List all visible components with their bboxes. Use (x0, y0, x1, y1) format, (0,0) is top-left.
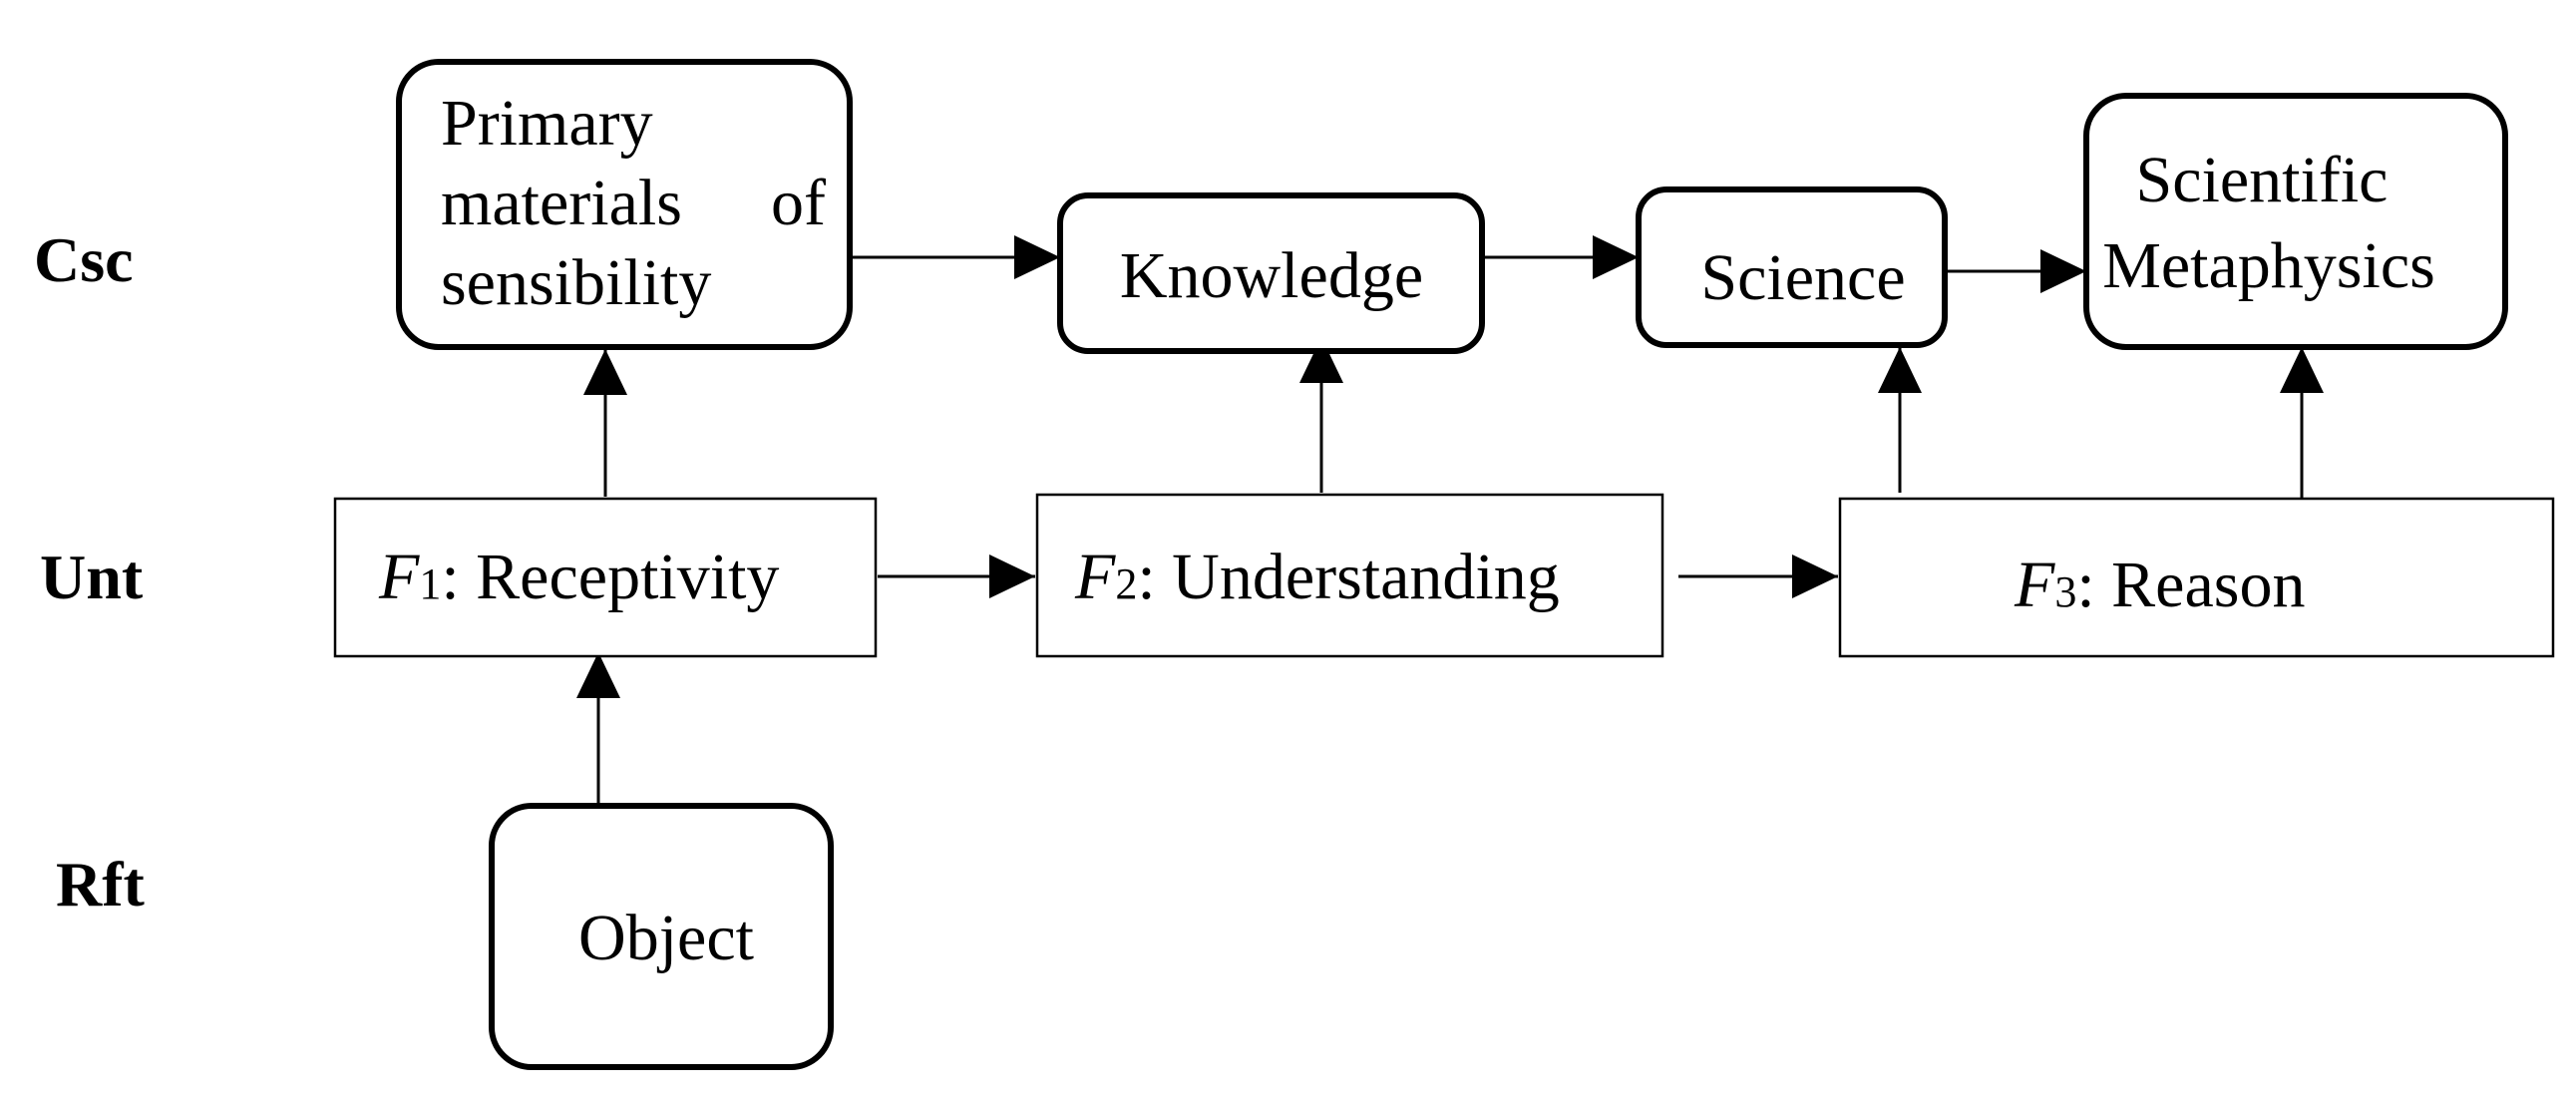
metaphysics-line1: Scientific (2136, 144, 2389, 216)
f2-label: : Understanding (1137, 541, 1559, 613)
primary-line2b: of (771, 167, 826, 239)
svg-text:F3: Reason: F3: Reason (2014, 549, 2305, 621)
f3-subscript: 3 (2054, 567, 2076, 616)
metaphysics-line2: Metaphysics (2102, 229, 2435, 302)
f1-subscript: 1 (419, 559, 441, 608)
primary-line2a: materials (441, 167, 682, 239)
primary-line3: sensibility (441, 246, 711, 319)
svg-text:F2: Understanding: F2: Understanding (1074, 541, 1560, 613)
f1-symbol: F (378, 541, 420, 613)
primary-line1: Primary (441, 87, 653, 160)
f2-subscript: 2 (1115, 559, 1137, 608)
object-label: Object (578, 902, 754, 974)
row-label-csc: Csc (34, 224, 134, 295)
f3-label: : Reason (2076, 549, 2305, 621)
f3-symbol: F (2014, 549, 2055, 621)
f1-label: : Receptivity (441, 541, 779, 613)
node-science: Science (1636, 186, 1948, 348)
node-knowledge: Knowledge (1057, 192, 1485, 354)
node-object: Object (489, 803, 834, 1070)
node-f1-receptivity: F1: Receptivity (333, 497, 878, 658)
row-label-unt: Unt (40, 542, 144, 612)
row-label-rft: Rft (56, 849, 146, 920)
node-scientific-metaphysics: Scientific Metaphysics (2083, 93, 2508, 350)
knowledge-label: Knowledge (1120, 239, 1423, 312)
svg-text:F1: Receptivity: F1: Receptivity (378, 541, 779, 613)
science-label: Science (1700, 241, 1905, 314)
node-f3-reason: F3: Reason (1838, 497, 2555, 658)
node-primary-materials: Primary materials of sensibility (396, 59, 853, 350)
f2-symbol: F (1074, 541, 1116, 613)
node-f2-understanding: F2: Understanding (1035, 493, 1664, 658)
